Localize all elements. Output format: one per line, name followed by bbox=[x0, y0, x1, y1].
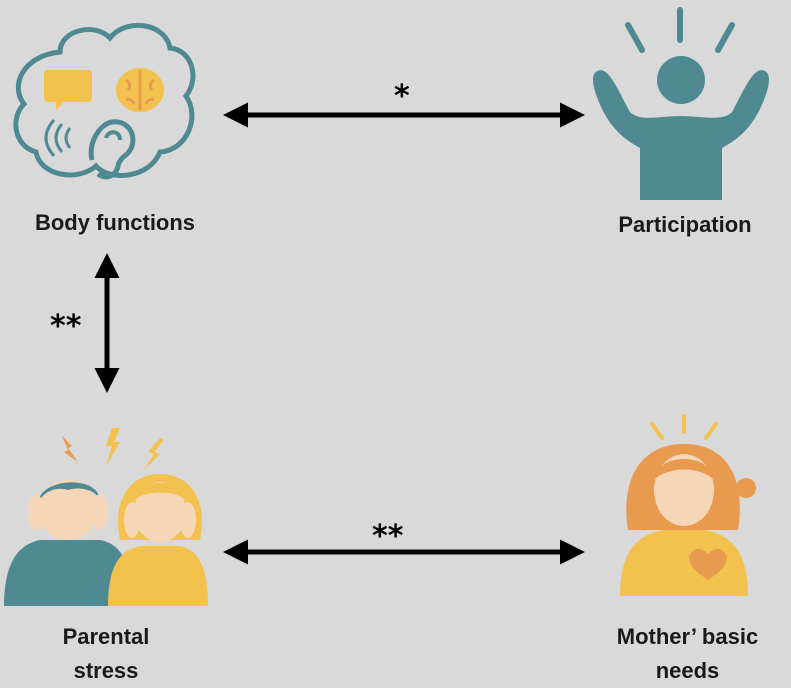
participation-label: Participation bbox=[618, 212, 752, 237]
parental-stress-label-line1: Parental bbox=[62, 624, 150, 649]
parental-stress-label-line2: stress bbox=[73, 658, 139, 683]
cheering-person-icon bbox=[593, 7, 769, 200]
brain-speech-hearing-cloud-icon bbox=[13, 22, 196, 180]
significance-body-participation: * bbox=[394, 79, 410, 114]
body-functions-label: Body functions bbox=[34, 210, 196, 235]
mother-needs-label-line2: needs bbox=[655, 658, 720, 683]
parental-stress-label: Parental stress bbox=[0, 620, 212, 688]
stressed-parents-icon bbox=[4, 428, 208, 606]
mother-heart-icon bbox=[620, 414, 756, 596]
significance-body-stress: ** bbox=[50, 309, 82, 344]
mother-needs-label: Mother’ basic needs bbox=[584, 620, 791, 688]
mother-needs-label-line1: Mother’ basic bbox=[616, 624, 759, 649]
significance-stress-mother: ** bbox=[372, 519, 404, 554]
